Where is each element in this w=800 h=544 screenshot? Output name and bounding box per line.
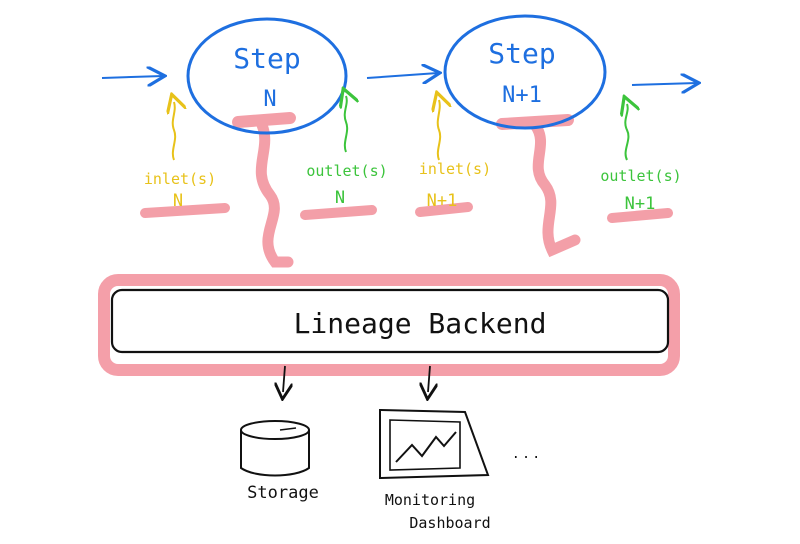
storage-icon xyxy=(240,420,310,477)
more-sinks-ellipsis: . . . xyxy=(513,443,538,462)
step-n1-title: Step xyxy=(488,37,555,70)
inlet-n-arrow xyxy=(173,102,175,161)
outlet-n-underline xyxy=(300,205,377,220)
io-labels: inlet(s) N outlet(s) N inlet(s) N+1 outl… xyxy=(144,160,682,214)
step-n-node: Step N xyxy=(186,17,348,135)
step-n-title: Step xyxy=(233,42,300,75)
step-n-flow xyxy=(255,119,294,268)
inlet-n-underline xyxy=(140,203,230,218)
storage-arrow xyxy=(283,365,285,392)
outlet-n-arrow xyxy=(345,96,347,153)
flow-arrow-between xyxy=(366,73,438,78)
flow-arrow-out xyxy=(631,83,697,85)
flow-arrows xyxy=(101,73,697,85)
outlet-n1-label: outlet(s) xyxy=(600,167,681,185)
backend-box xyxy=(110,288,670,354)
flow-arrow-in xyxy=(101,76,163,78)
outlet-n1-underline xyxy=(607,208,673,223)
dashboard-icon xyxy=(379,408,490,480)
lineage-backend: Lineage Backend xyxy=(98,274,680,376)
step-n1-circle xyxy=(443,14,607,130)
io-arrows xyxy=(173,96,629,161)
inlet-n1-label: inlet(s) xyxy=(419,160,491,178)
backend-label: Lineage Backend xyxy=(294,307,547,340)
backend-highlight xyxy=(98,274,680,376)
inlet-n1-arrow xyxy=(438,100,440,161)
inlet-n-index: N xyxy=(173,191,183,211)
step-n1-node: Step N+1 xyxy=(443,14,607,130)
monitoring-arrow xyxy=(428,365,430,392)
inlet-n-label: inlet(s) xyxy=(144,170,216,188)
inlet-n1-underline xyxy=(415,202,473,217)
monitoring-label-line1: Monitoring xyxy=(385,491,475,509)
monitoring-sink: Monitoring Dashboard xyxy=(379,408,491,532)
monitoring-label-line2: Dashboard xyxy=(409,514,490,532)
step-n1-index: N+1 xyxy=(502,83,542,108)
outlet-n1-arrow xyxy=(625,104,628,161)
step-n-index: N xyxy=(263,87,276,112)
outlet-n1-index: N+1 xyxy=(625,194,656,214)
highlight-strokes xyxy=(140,112,673,268)
storage-label: Storage xyxy=(247,483,319,503)
outlet-n-label: outlet(s) xyxy=(306,162,387,180)
step-n1-flow xyxy=(529,119,581,258)
outlet-n-index: N xyxy=(335,188,345,208)
storage-sink: Storage xyxy=(240,420,319,503)
step-n-circle xyxy=(186,17,348,135)
inlet-n1-index: N+1 xyxy=(427,191,458,211)
sink-arrows xyxy=(283,365,430,392)
